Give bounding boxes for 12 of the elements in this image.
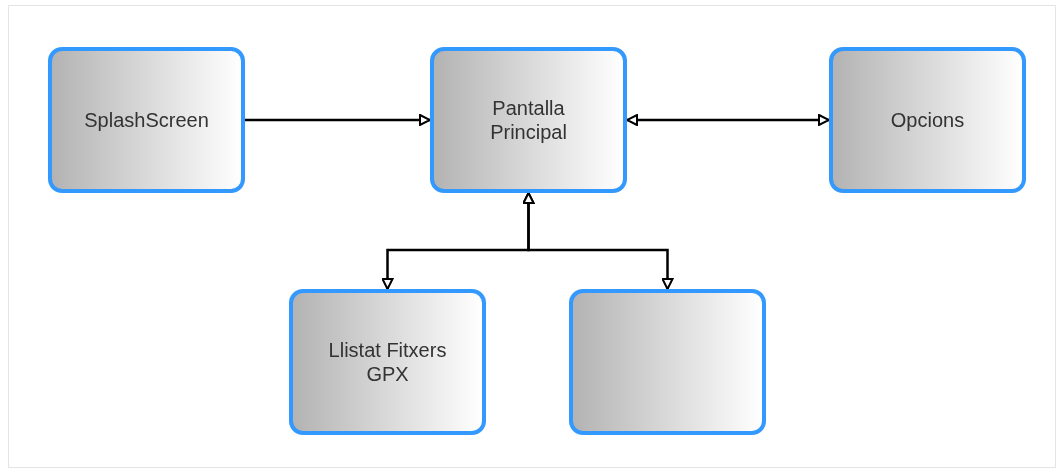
screen-box [569, 289, 766, 435]
screen-label: Llistat Fitxers GPX [327, 338, 448, 386]
screen-label: SplashScreen [84, 108, 209, 132]
screen-label: Pantalla Principal [489, 96, 568, 144]
screen-box [829, 47, 1026, 193]
screen-box [289, 289, 486, 435]
arrow [626, 114, 830, 126]
screen-box [430, 47, 627, 193]
arrow [245, 114, 431, 126]
screen-label: Opcions [890, 108, 965, 132]
arrow [522, 192, 674, 290]
screen-box [48, 47, 245, 193]
